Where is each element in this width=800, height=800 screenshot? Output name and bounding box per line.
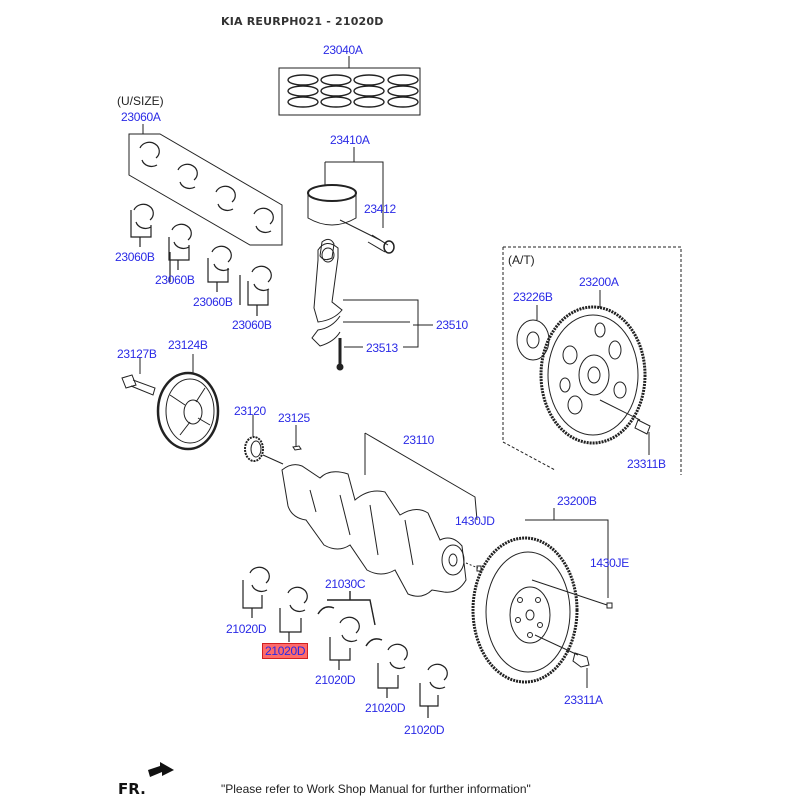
crankshaft-pulley-icon (156, 354, 220, 451)
part-label-23200A[interactable]: 23200A (579, 275, 619, 289)
bearing-21020D-icons (242, 566, 448, 718)
plate-23226B-icon (516, 305, 550, 361)
crankshaft-icon (281, 432, 482, 597)
part-label-21020D-3[interactable]: 21020D (315, 673, 356, 687)
part-label-1430JD[interactable]: 1430JD (455, 514, 495, 528)
piston-ring-set-icon (278, 56, 421, 116)
part-label-23060A[interactable]: 23060A (121, 110, 161, 124)
front-direction-arrow-icon (148, 762, 174, 777)
part-label-21020D-selected[interactable]: 21020D (262, 643, 309, 659)
part-label-23040A[interactable]: 23040A (323, 43, 363, 57)
pulley-bolt-icon (121, 357, 156, 396)
undersize-group-label: (U/SIZE) (117, 94, 164, 108)
part-label-23412[interactable]: 23412 (364, 202, 396, 216)
part-label-23124B[interactable]: 23124B (168, 338, 208, 352)
flywheel-icon (471, 508, 613, 688)
drive-plate-icon (539, 290, 651, 455)
part-label-23125[interactable]: 23125 (278, 411, 310, 425)
automatic-transmission-group-box (502, 246, 682, 475)
connecting-rod-icon (311, 243, 433, 371)
part-label-23127B[interactable]: 23127B (117, 347, 157, 361)
part-label-21020D-1[interactable]: 21020D (226, 622, 267, 636)
front-direction-label: FR. (118, 780, 146, 798)
piston-icon (307, 147, 395, 261)
part-label-1430JE[interactable]: 1430JE (590, 556, 629, 570)
part-label-23060B-2[interactable]: 23060B (155, 273, 195, 287)
part-label-21020D-4[interactable]: 21020D (365, 701, 406, 715)
workshop-manual-note: "Please refer to Work Shop Manual for fu… (221, 782, 531, 796)
diagram-title: KIA REURPH021 - 21020D (221, 15, 384, 28)
part-label-23311B[interactable]: 23311B (627, 457, 666, 471)
part-label-23510[interactable]: 23510 (436, 318, 468, 332)
part-label-23110[interactable]: 23110 (403, 433, 434, 447)
part-label-21030C[interactable]: 21030C (325, 577, 366, 591)
part-label-23410A[interactable]: 23410A (330, 133, 370, 147)
part-label-21020D-5[interactable]: 21020D (404, 723, 445, 737)
part-label-23060B-1[interactable]: 23060B (115, 250, 155, 264)
crank-sprocket-icon (244, 415, 284, 465)
automatic-transmission-group-label: (A/T) (508, 253, 535, 267)
part-label-23311A[interactable]: 23311A (564, 693, 603, 707)
part-label-23200B[interactable]: 23200B (557, 494, 597, 508)
main-bearing-undersize-set-icon (128, 124, 283, 246)
woodruff-key-icon (292, 425, 302, 451)
part-label-23060B-3[interactable]: 23060B (193, 295, 233, 309)
part-label-23060B-4[interactable]: 23060B (232, 318, 272, 332)
bearing-23060B-icons (130, 203, 272, 316)
thrust-washer-icons (317, 591, 383, 647)
part-label-23226B[interactable]: 23226B (513, 290, 553, 304)
part-label-23120[interactable]: 23120 (234, 404, 266, 418)
part-label-23513[interactable]: 23513 (366, 341, 398, 355)
